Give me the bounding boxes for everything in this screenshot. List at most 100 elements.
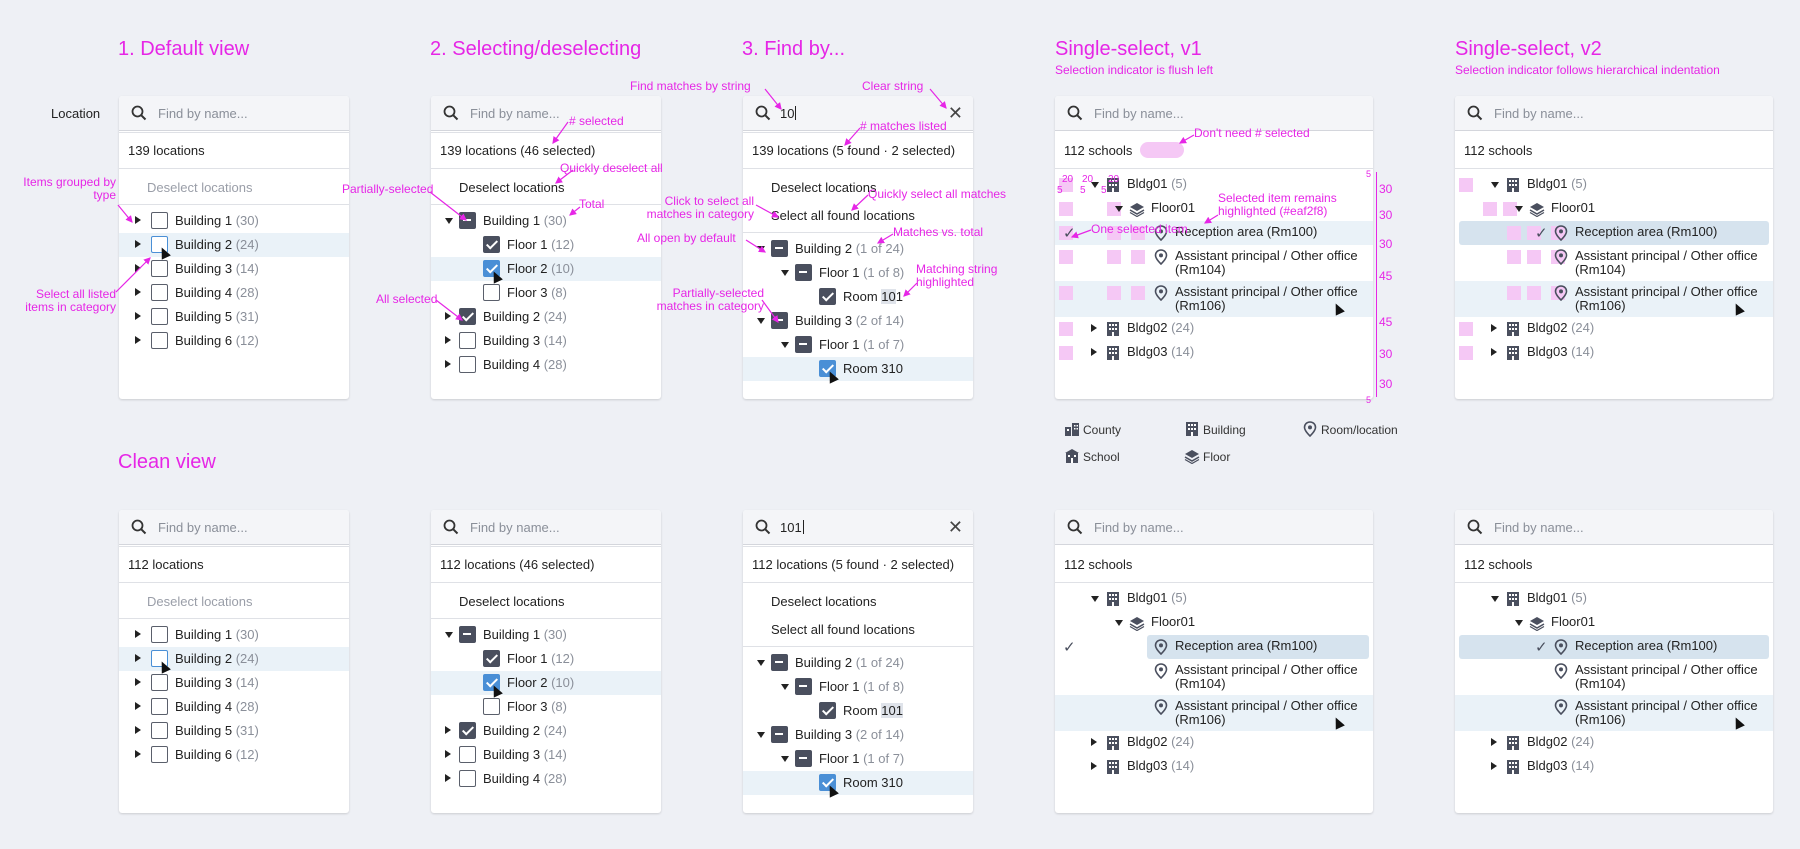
expand-arrow-icon[interactable] <box>135 312 141 320</box>
tree-row[interactable]: Bldg03 (14) <box>1455 341 1773 365</box>
checkbox[interactable] <box>151 698 168 715</box>
tree-row[interactable]: Bldg03 (14) <box>1455 755 1773 779</box>
checkbox[interactable] <box>151 722 168 739</box>
tree-row[interactable]: Floor01 <box>1055 197 1373 221</box>
tree-row[interactable]: Floor01 <box>1455 611 1773 635</box>
collapse-arrow-icon[interactable] <box>445 632 453 638</box>
collapse-arrow-icon[interactable] <box>757 732 765 738</box>
expand-arrow-icon[interactable] <box>445 774 451 782</box>
tree-row[interactable]: Floor 1 (1 of 7) <box>743 333 973 357</box>
search-box[interactable]: Find by name... <box>1055 510 1373 545</box>
expand-arrow-icon[interactable] <box>1091 738 1097 746</box>
checkbox[interactable] <box>151 650 168 667</box>
checkbox[interactable] <box>771 654 788 671</box>
search-box[interactable]: Find by name... <box>119 96 349 131</box>
tree-row[interactable]: Bldg02 (24) <box>1055 317 1373 341</box>
deselect-locations-button[interactable]: Deselect locations <box>459 594 565 609</box>
tree-row[interactable]: Building 3 (14) <box>431 743 661 767</box>
select-all-found-button[interactable]: Select all found locations <box>771 208 915 223</box>
deselect-locations-button[interactable]: Deselect locations <box>771 594 877 609</box>
checkbox[interactable] <box>151 236 168 253</box>
expand-arrow-icon[interactable] <box>135 702 141 710</box>
checkbox[interactable] <box>819 774 836 791</box>
checkbox[interactable] <box>483 284 500 301</box>
tree-row[interactable]: Building 2 (24) <box>431 719 661 743</box>
collapse-arrow-icon[interactable] <box>781 342 789 348</box>
checkbox[interactable] <box>459 308 476 325</box>
tree-row[interactable]: Building 3 (14) <box>119 671 349 695</box>
collapse-arrow-icon[interactable] <box>757 246 765 252</box>
tree-row[interactable]: Bldg01 (5) <box>1055 587 1373 611</box>
tree-row[interactable]: Building 3 (14) <box>431 329 661 353</box>
search-box[interactable]: Find by name... <box>1455 96 1773 131</box>
clear-icon[interactable]: ✕ <box>947 517 963 537</box>
tree-row[interactable]: Bldg02 (24) <box>1455 317 1773 341</box>
collapse-arrow-icon[interactable] <box>1091 596 1099 602</box>
checkbox[interactable] <box>459 626 476 643</box>
tree-row[interactable]: Building 5 (31) <box>119 719 349 743</box>
expand-arrow-icon[interactable] <box>135 240 141 248</box>
tree-row[interactable]: Bldg03 (14) <box>1055 755 1373 779</box>
checkbox[interactable] <box>459 212 476 229</box>
tree-row[interactable]: Building 4 (28) <box>431 353 661 377</box>
tree-row[interactable]: Assistant principal / Other office (Rm10… <box>1055 659 1373 695</box>
checkbox[interactable] <box>771 312 788 329</box>
search-input[interactable]: 101 <box>780 520 802 535</box>
collapse-arrow-icon[interactable] <box>1115 620 1123 626</box>
tree-row[interactable]: Floor 1 (1 of 8) <box>743 675 973 699</box>
tree-row[interactable]: Assistant principal / Other office (Rm10… <box>1455 245 1773 281</box>
collapse-arrow-icon[interactable] <box>781 684 789 690</box>
expand-arrow-icon[interactable] <box>135 336 141 344</box>
search-box[interactable]: 101 ✕ <box>743 510 973 545</box>
tree-row[interactable]: Room 101 <box>743 699 973 723</box>
tree-row[interactable]: Building 4 (28) <box>119 281 349 305</box>
expand-arrow-icon[interactable] <box>135 216 141 224</box>
tree-row[interactable]: Floor 1 (12) <box>431 647 661 671</box>
checkbox[interactable] <box>151 332 168 349</box>
search-box[interactable]: Find by name... <box>431 96 661 131</box>
tree-row[interactable]: Building 1 (30) <box>119 209 349 233</box>
collapse-arrow-icon[interactable] <box>1115 206 1123 212</box>
tree-row[interactable]: Floor 1 (12) <box>431 233 661 257</box>
checkbox[interactable] <box>819 702 836 719</box>
expand-arrow-icon[interactable] <box>135 264 141 272</box>
checkbox[interactable] <box>771 240 788 257</box>
tree-row[interactable]: Assistant principal / Other office (Rm10… <box>1055 695 1373 731</box>
tree-row[interactable]: Floor 1 (1 of 7) <box>743 747 973 771</box>
checkbox[interactable] <box>483 650 500 667</box>
tree-row[interactable]: Bldg02 (24) <box>1055 731 1373 755</box>
checkbox[interactable] <box>459 746 476 763</box>
expand-arrow-icon[interactable] <box>445 726 451 734</box>
tree-row[interactable]: Bldg01 (5) <box>1455 173 1773 197</box>
tree-row[interactable]: ✓Reception area (Rm100) <box>1055 221 1373 245</box>
checkbox[interactable] <box>771 726 788 743</box>
tree-row[interactable]: Assistant principal / Other office (Rm10… <box>1455 281 1773 317</box>
clear-icon[interactable]: ✕ <box>947 103 963 123</box>
expand-arrow-icon[interactable] <box>1091 348 1097 356</box>
checkbox[interactable] <box>151 308 168 325</box>
tree-row[interactable]: Floor 2 (10) <box>431 257 661 284</box>
checkbox[interactable] <box>819 360 836 377</box>
tree-row[interactable]: Room 310 <box>743 357 973 384</box>
checkbox[interactable] <box>151 212 168 229</box>
search-input[interactable]: 10 <box>780 106 795 121</box>
checkbox[interactable] <box>795 336 812 353</box>
search-box[interactable]: Find by name... <box>1055 96 1373 131</box>
checkbox[interactable] <box>151 260 168 277</box>
tree-row[interactable]: Building 2 (24) <box>431 305 661 329</box>
tree-row[interactable]: Building 6 (12) <box>119 743 349 767</box>
expand-arrow-icon[interactable] <box>445 312 451 320</box>
expand-arrow-icon[interactable] <box>135 654 141 662</box>
deselect-locations-button[interactable]: Deselect locations <box>771 180 877 195</box>
tree-row[interactable]: Room 310 <box>743 771 973 798</box>
deselect-locations-button[interactable]: Deselect locations <box>147 594 253 609</box>
checkbox[interactable] <box>459 356 476 373</box>
expand-arrow-icon[interactable] <box>1091 762 1097 770</box>
deselect-locations-button[interactable]: Deselect locations <box>147 180 253 195</box>
checkbox[interactable] <box>795 264 812 281</box>
tree-row[interactable]: Building 3 (2 of 14) <box>743 723 973 747</box>
tree-row[interactable]: Bldg03 (14) <box>1055 341 1373 365</box>
tree-row[interactable]: Floor01 <box>1455 197 1773 221</box>
expand-arrow-icon[interactable] <box>445 750 451 758</box>
checkbox[interactable] <box>459 332 476 349</box>
